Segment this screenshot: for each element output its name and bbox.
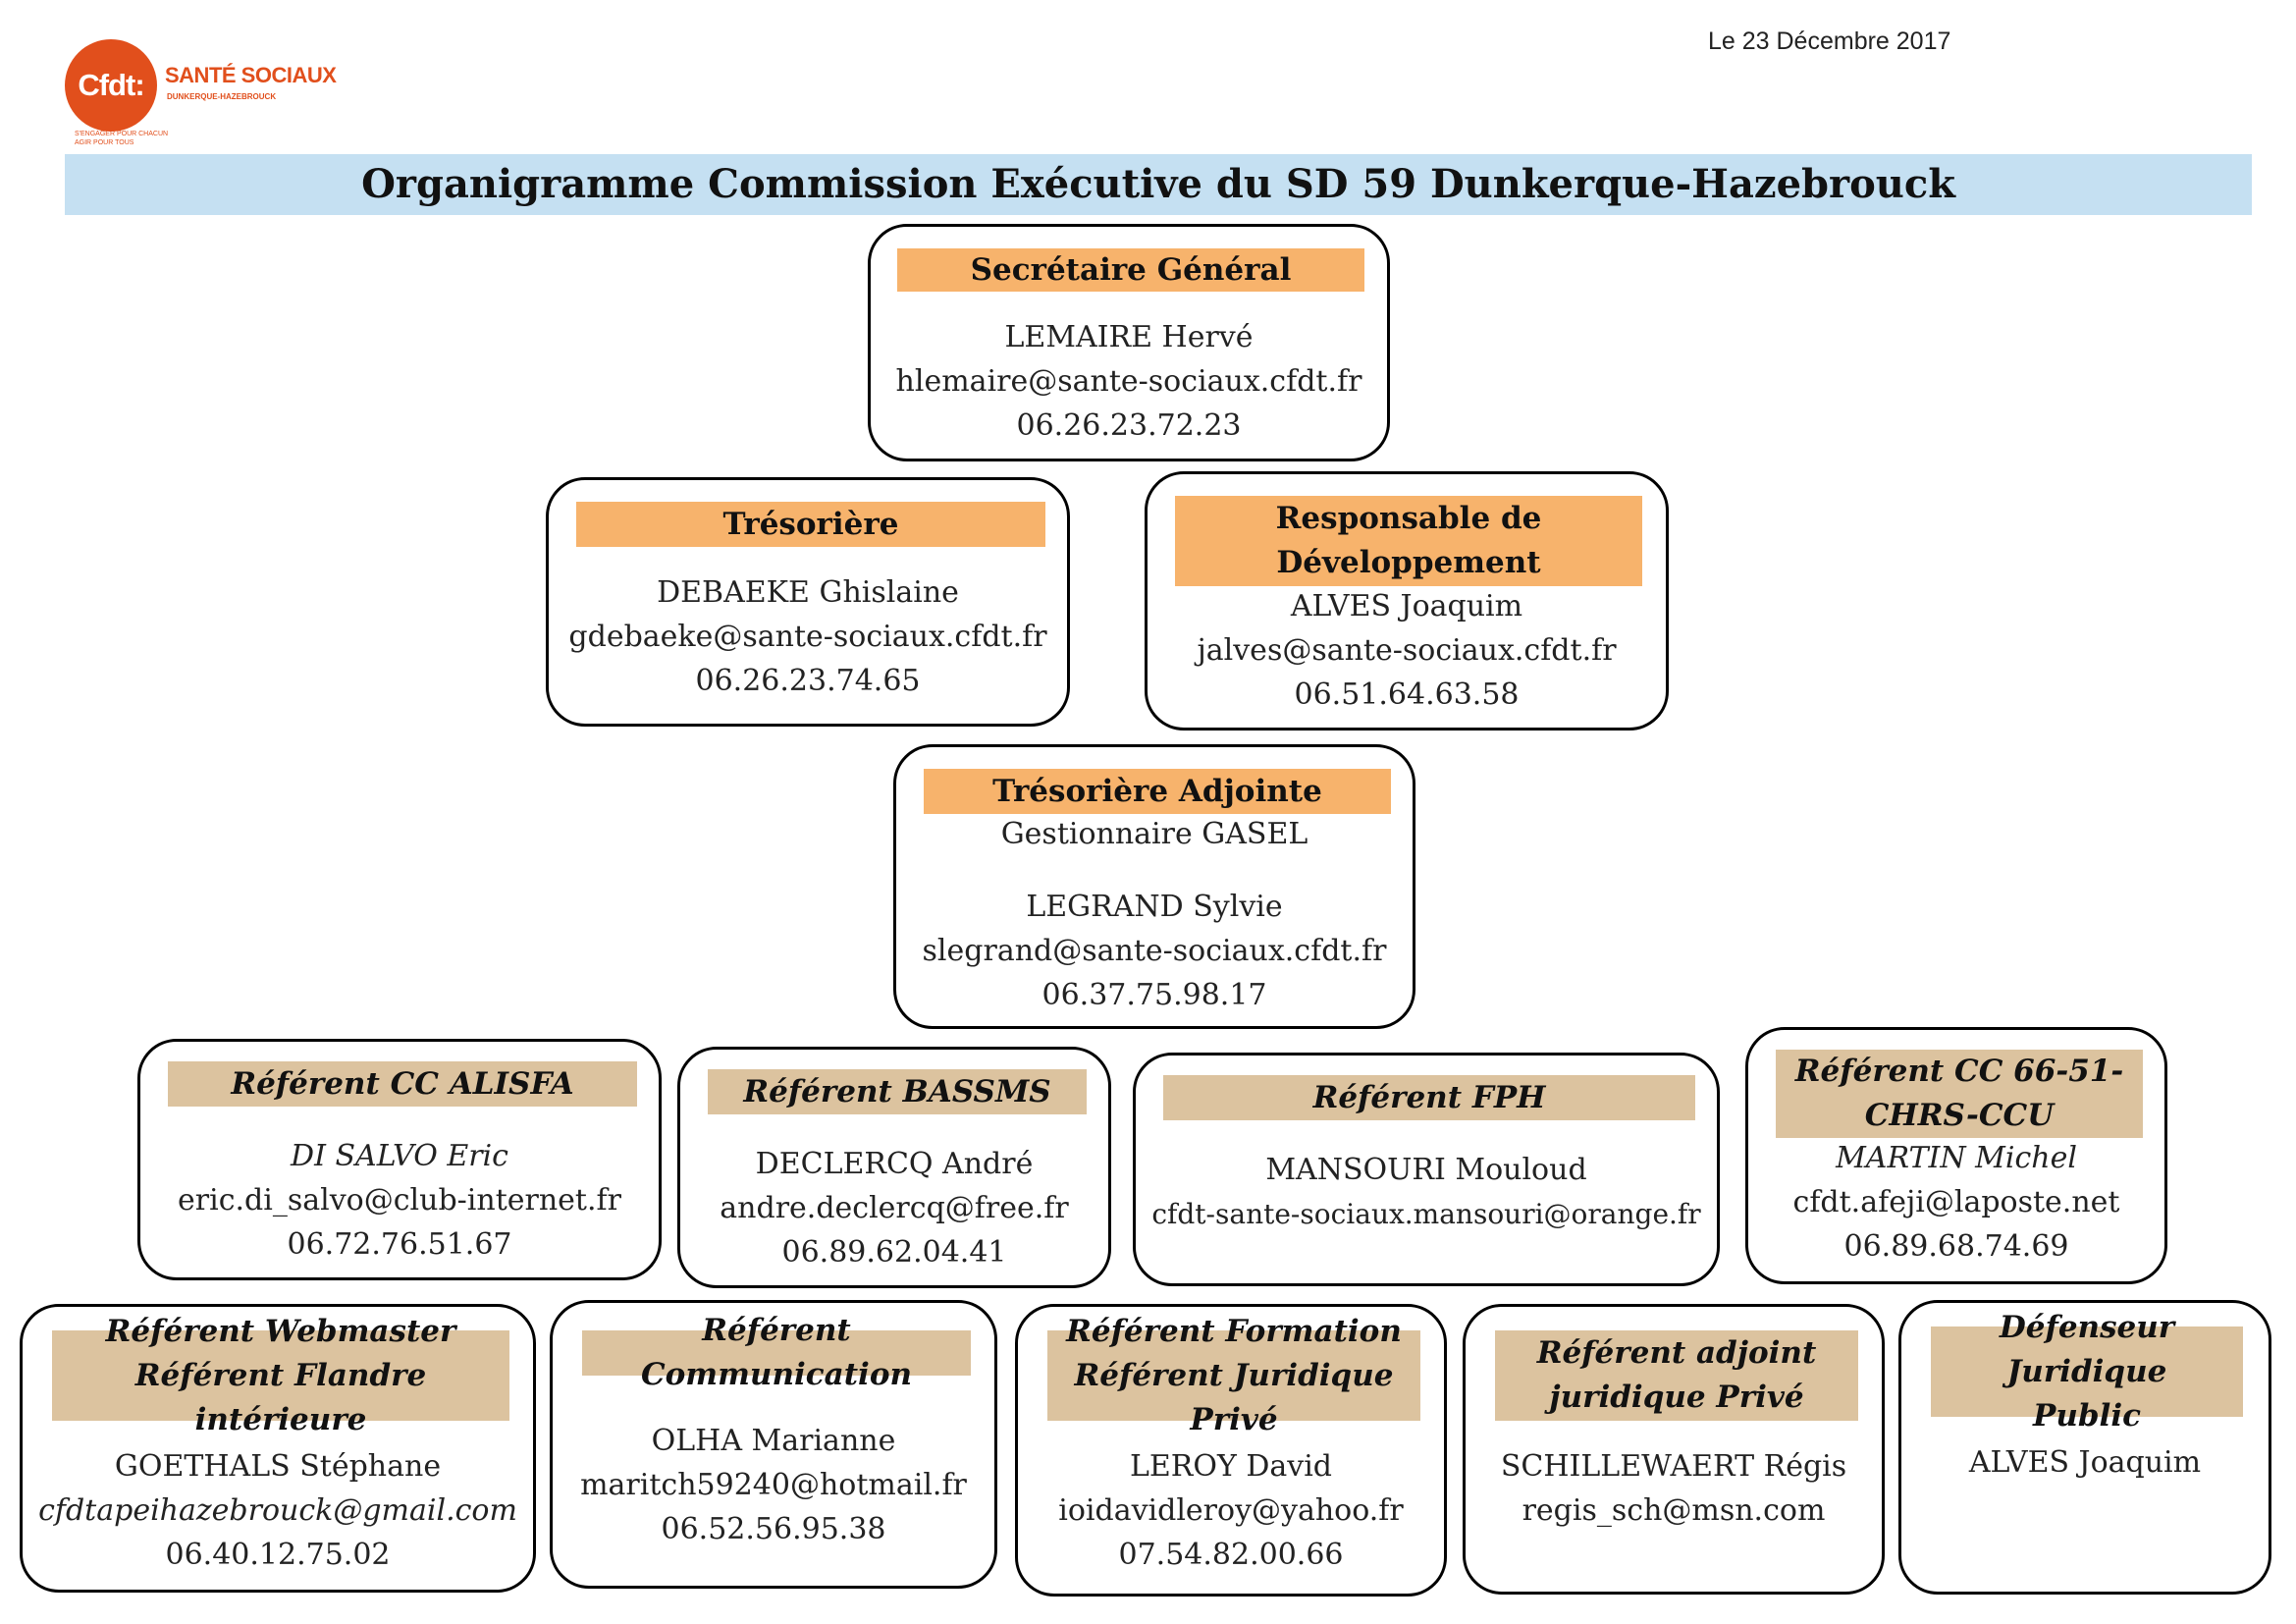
role-label: Défenseur Juridique Public	[1931, 1310, 2243, 1434]
logo-subtitle: DUNKERQUE-HAZEBROUCK	[167, 92, 277, 101]
title-banner: Organigramme Commission Exécutive du SD …	[65, 154, 2252, 215]
member-name: DI SALVO Eric	[291, 1139, 508, 1173]
member-name: GOETHALS Stéphane	[114, 1449, 442, 1484]
document-date: Le 23 Décembre 2017	[1708, 27, 1951, 55]
card-referent-adjoint-juridique: Référent adjoint juridique Privé SCHILLE…	[1463, 1304, 1885, 1595]
member-name: LEROY David	[1129, 1449, 1333, 1484]
member-email: eric.di_salvo@club-internet.fr	[178, 1183, 621, 1218]
member-phone: 06.26.23.72.23	[1016, 408, 1242, 443]
card-tresoriere-adjointe: Trésorière Adjointe Gestionnaire GASEL L…	[893, 744, 1415, 1029]
card-responsable-developpement: Responsable de Développement ALVES Joaqu…	[1145, 471, 1669, 731]
card-referent-communication: Référent Communication OLHA Marianne mar…	[550, 1300, 997, 1589]
member-name: MARTIN Michel	[1836, 1141, 2077, 1175]
role-label: Référent CC ALISFA	[168, 1061, 637, 1107]
member-phone: 06.40.12.75.02	[165, 1538, 391, 1572]
member-email: cfdt.afeji@laposte.net	[1792, 1185, 2120, 1219]
card-defenseur-juridique: Défenseur Juridique Public ALVES Joaquim	[1898, 1300, 2271, 1595]
member-name: ALVES Joaquim	[1290, 589, 1523, 623]
card-referent-fph: Référent FPH MANSOURI Mouloud cfdt-sante…	[1133, 1053, 1720, 1286]
role-label: Référent adjoint juridique Privé	[1495, 1330, 1858, 1421]
card-referent-formation: Référent Formation Référent Juridique Pr…	[1015, 1304, 1447, 1597]
member-email: gdebaeke@sante-sociaux.cfdt.fr	[568, 620, 1047, 654]
member-email: andre.declercq@free.fr	[720, 1191, 1069, 1225]
member-name: MANSOURI Mouloud	[1265, 1153, 1587, 1187]
page-title: Organigramme Commission Exécutive du SD …	[361, 161, 1955, 207]
card-secretaire-general: Secrétaire Général LEMAIRE Hervé hlemair…	[868, 224, 1390, 461]
role-label: Secrétaire Général	[897, 248, 1364, 292]
member-phone: 06.37.75.98.17	[1041, 978, 1267, 1012]
card-referent-bassms: Référent BASSMS DECLERCQ André andre.dec…	[677, 1047, 1111, 1288]
logo-brand-text: SANTÉ SOCIAUX	[165, 63, 337, 87]
member-phone: 06.89.62.04.41	[781, 1235, 1007, 1270]
member-email: cfdtapeihazebrouck@gmail.com	[38, 1493, 517, 1528]
member-phone: 06.52.56.95.38	[661, 1512, 886, 1546]
member-phone: 06.51.64.63.58	[1294, 677, 1520, 712]
member-email: ioidavidleroy@yahoo.fr	[1058, 1493, 1404, 1528]
cfdt-logo: Cfdt: SANTÉ SOCIAUX DUNKERQUE-HAZEBROUCK…	[61, 39, 337, 157]
role-label: Référent FPH	[1163, 1075, 1695, 1120]
member-name: OLHA Marianne	[651, 1424, 896, 1458]
card-referent-webmaster: Référent Webmaster Référent Flandre inté…	[20, 1304, 536, 1593]
member-name: SCHILLEWAERT Régis	[1500, 1449, 1847, 1484]
member-name: LEMAIRE Hervé	[1004, 320, 1254, 354]
member-phone: 06.72.76.51.67	[287, 1227, 512, 1262]
logo-tagline: S'ENGAGER POUR CHACUN AGIR POUR TOUS	[75, 131, 169, 146]
card-tresoriere: Trésorière DEBAEKE Ghislaine gdebaeke@sa…	[546, 477, 1070, 727]
role-label: Référent Webmaster Référent Flandre inté…	[52, 1314, 509, 1437]
member-name: DEBAEKE Ghislaine	[657, 575, 959, 610]
role-label: Référent CC 66-51- CHRS-CCU	[1776, 1050, 2143, 1138]
member-email: cfdt-sante-sociaux.mansouri@orange.fr	[1151, 1198, 1701, 1230]
role-label: Référent Formation Référent Juridique Pr…	[1047, 1314, 1420, 1437]
role-label: Trésorière Adjointe	[924, 769, 1391, 814]
member-email: slegrand@sante-sociaux.cfdt.fr	[922, 934, 1387, 968]
member-email: jalves@sante-sociaux.cfdt.fr	[1197, 633, 1617, 668]
role-label: Responsable de Développement	[1175, 496, 1642, 586]
role-label: Trésorière	[576, 502, 1045, 547]
member-phone: 07.54.82.00.66	[1118, 1538, 1344, 1572]
member-email: hlemaire@sante-sociaux.cfdt.fr	[895, 364, 1362, 399]
member-phone: 06.26.23.74.65	[695, 664, 921, 698]
role-label: Référent BASSMS	[708, 1069, 1087, 1114]
role-label: Référent Communication	[582, 1313, 971, 1392]
member-name: ALVES Joaquim	[1968, 1445, 2202, 1480]
logo-mark: Cfdt:	[65, 39, 157, 132]
card-referent-cc-66-51: Référent CC 66-51- CHRS-CCU MARTIN Miche…	[1745, 1027, 2167, 1284]
member-phone: 06.89.68.74.69	[1843, 1229, 2069, 1264]
card-referent-cc-alisfa: Référent CC ALISFA DI SALVO Eric eric.di…	[137, 1039, 662, 1280]
subrole-label: Gestionnaire GASEL	[1000, 817, 1308, 851]
member-name: LEGRAND Sylvie	[1026, 890, 1283, 924]
member-name: DECLERCQ André	[755, 1147, 1034, 1181]
member-email: maritch59240@hotmail.fr	[580, 1468, 967, 1502]
member-email: regis_sch@msn.com	[1522, 1493, 1826, 1528]
